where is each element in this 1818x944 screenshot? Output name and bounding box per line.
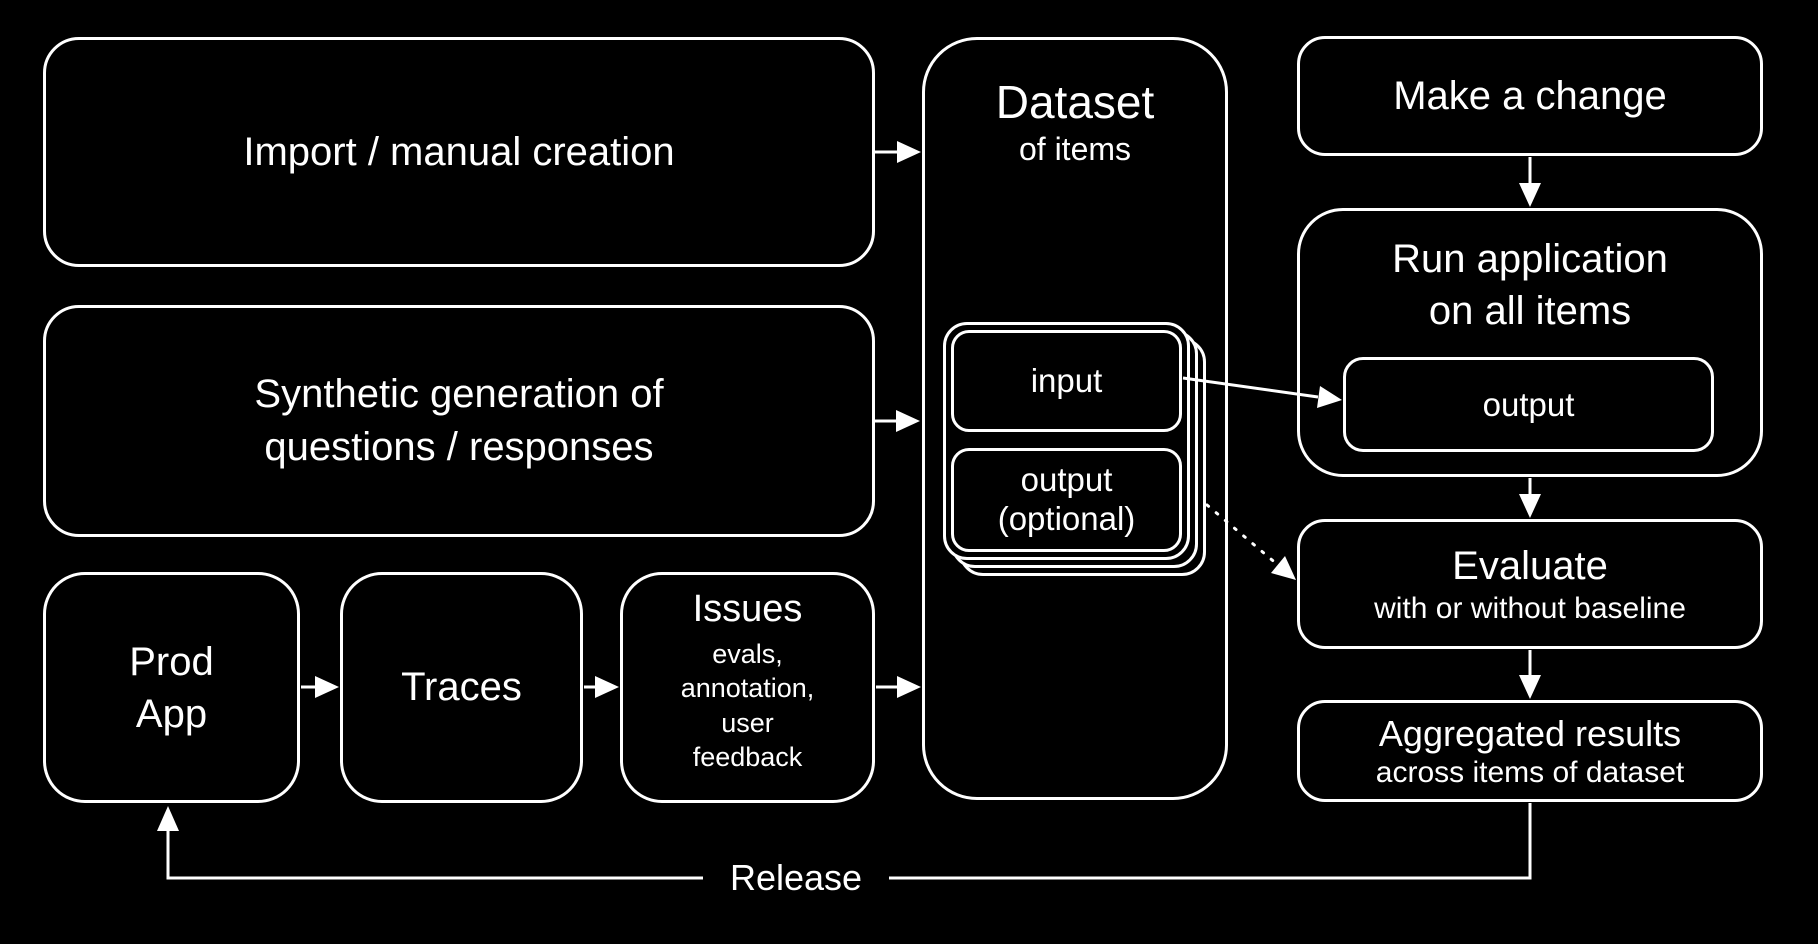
node-issues-subtitle: evals, annotation, user feedback <box>680 638 815 773</box>
node-traces-label: Traces <box>401 665 522 709</box>
node-make-a-change: Make a change <box>1297 36 1763 156</box>
node-import-manual-creation: Import / manual creation <box>43 37 875 267</box>
node-run-application-output: output <box>1343 357 1714 452</box>
arrow-import-to-dataset <box>875 141 921 163</box>
arrow-evaluate-to-aggregated <box>1519 650 1541 699</box>
arrow-synthetic-to-dataset <box>874 410 920 432</box>
node-evaluate: Evaluate with or without baseline <box>1297 519 1763 649</box>
item-input-field: input <box>951 330 1182 432</box>
node-import-label: Import / manual creation <box>243 129 675 174</box>
node-prod-app-label: Prod App <box>129 639 214 736</box>
node-synthetic-generation: Synthetic generation of questions / resp… <box>43 305 875 537</box>
arrow-prod-to-traces <box>301 676 339 698</box>
arrow-issues-to-dataset <box>876 676 921 698</box>
node-issues: Issues evals, annotation, user feedback <box>620 572 875 803</box>
node-traces: Traces <box>340 572 583 803</box>
node-dataset-title: Dataset <box>995 76 1155 128</box>
node-run-application-label: Run application on all items <box>1392 237 1668 333</box>
arrow-traces-to-issues <box>584 676 619 698</box>
node-aggregated-results-title: Aggregated results <box>1378 713 1682 755</box>
node-prod-app: Prod App <box>43 572 300 803</box>
release-label: Release <box>703 855 890 901</box>
node-dataset-subtitle: of items <box>1018 130 1132 167</box>
item-input-label: input <box>1030 362 1103 399</box>
arrow-runapp-to-evaluate <box>1519 478 1541 518</box>
item-output-optional-field: output (optional) <box>951 448 1182 552</box>
node-issues-title: Issues <box>692 588 803 630</box>
node-synthetic-label: Synthetic generation of questions / resp… <box>254 372 664 469</box>
node-run-application-output-label: output <box>1482 385 1575 423</box>
node-aggregated-results: Aggregated results across items of datas… <box>1297 700 1763 802</box>
node-make-a-change-label: Make a change <box>1393 73 1667 118</box>
node-aggregated-results-subtitle: across items of dataset <box>1375 755 1685 789</box>
node-evaluate-title: Evaluate <box>1452 544 1608 588</box>
arrow-makechange-to-runapp <box>1519 157 1541 207</box>
item-output-optional-label: output (optional) <box>997 461 1136 537</box>
node-evaluate-subtitle: with or without baseline <box>1374 592 1686 625</box>
